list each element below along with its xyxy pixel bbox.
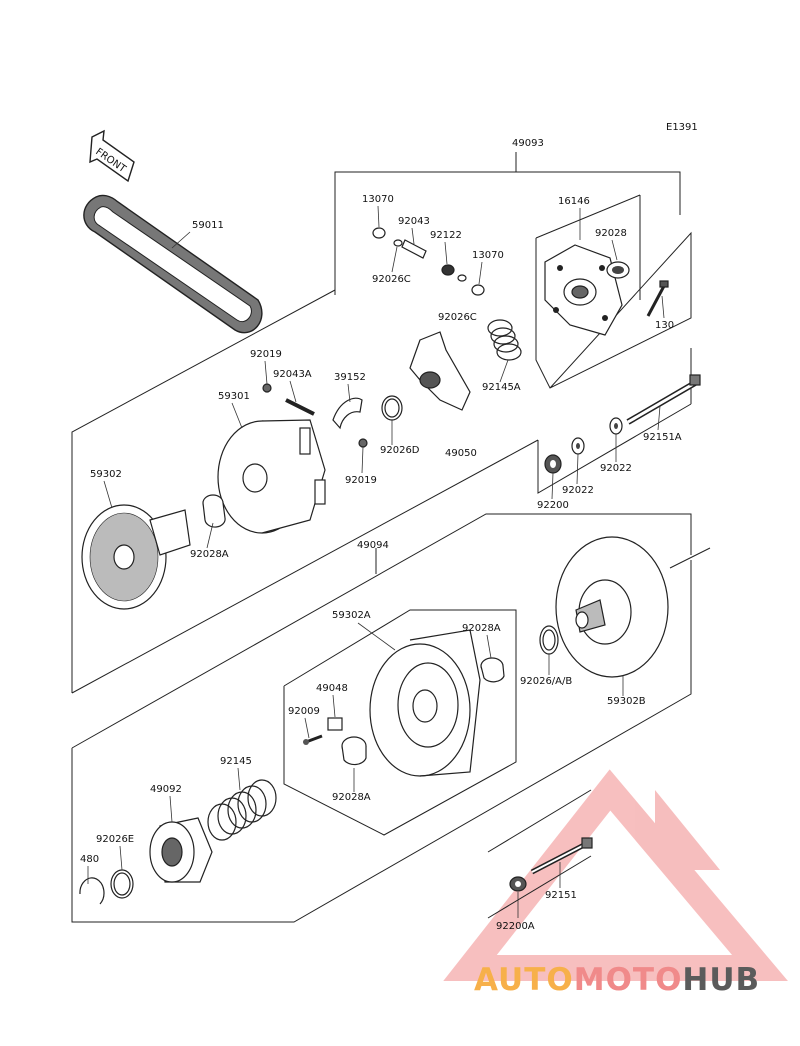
bushing-92028a-1 bbox=[202, 494, 226, 528]
label-16146: 16146 bbox=[558, 196, 590, 207]
washer-92200 bbox=[544, 454, 562, 474]
cam-49092 bbox=[149, 817, 213, 883]
roller-92122 bbox=[441, 264, 467, 282]
label-49092: 49092 bbox=[150, 784, 182, 795]
label-49048: 49048 bbox=[316, 683, 348, 694]
label-92028a-2: 92028A bbox=[462, 623, 501, 634]
label-92022-b: 92022 bbox=[562, 485, 594, 496]
fixed-sheave-59302 bbox=[81, 504, 191, 610]
spring-92145a bbox=[487, 319, 522, 361]
label-92043: 92043 bbox=[398, 216, 430, 227]
label-130: 130 bbox=[655, 320, 674, 331]
belt-59011 bbox=[83, 194, 263, 334]
sheave-59302b bbox=[555, 536, 669, 678]
label-59011: 59011 bbox=[192, 220, 224, 231]
pin-92043 bbox=[401, 239, 427, 259]
label-92026ab: 92026/A/B bbox=[520, 676, 572, 687]
label-92200a: 92200A bbox=[496, 921, 535, 932]
sheave-59302a-frame bbox=[283, 609, 517, 836]
label-92028a-3: 92028A bbox=[332, 792, 371, 803]
diagram-code: E1391 bbox=[666, 122, 698, 133]
label-59302: 59302 bbox=[90, 469, 122, 480]
label-92145a: 92145A bbox=[482, 382, 521, 393]
nut-92019-a bbox=[262, 383, 272, 393]
label-92145: 92145 bbox=[220, 756, 252, 767]
label-480: 480 bbox=[80, 854, 99, 865]
label-59302a: 59302A bbox=[332, 610, 371, 621]
label-92200: 92200 bbox=[537, 500, 569, 511]
washer-92022-a bbox=[609, 417, 623, 435]
washer-92026ab bbox=[539, 625, 559, 655]
driven-assy-frame bbox=[71, 513, 711, 923]
watermark-part-1: AUTO bbox=[474, 962, 574, 998]
shoe-49048 bbox=[327, 717, 343, 731]
label-92043a: 92043A bbox=[273, 369, 312, 380]
bushing-92028 bbox=[606, 261, 630, 279]
label-49093: 49093 bbox=[512, 138, 544, 149]
label-92122: 92122 bbox=[430, 230, 462, 241]
washer-92022-b bbox=[571, 437, 585, 455]
bolt-92151a bbox=[626, 374, 701, 425]
washer-92026d bbox=[381, 395, 403, 421]
pin-92043a bbox=[285, 398, 315, 416]
weight-39152 bbox=[332, 397, 363, 430]
label-92028: 92028 bbox=[595, 228, 627, 239]
washer-92026e bbox=[110, 869, 134, 899]
label-49094: 49094 bbox=[357, 540, 389, 551]
bushing-92028a-3 bbox=[341, 736, 367, 766]
bolt-130 bbox=[646, 280, 669, 317]
screw-92009 bbox=[303, 734, 323, 745]
washer-92026c-small bbox=[393, 239, 403, 247]
sheave-59302a bbox=[369, 629, 481, 777]
movable-sheave-59301 bbox=[217, 419, 326, 534]
label-13070-a: 13070 bbox=[362, 194, 394, 205]
bushing-13070-a bbox=[372, 227, 386, 239]
ring-480 bbox=[79, 877, 105, 905]
watermark-part-2: MOTO bbox=[573, 962, 683, 998]
label-92009: 92009 bbox=[288, 706, 320, 717]
watermark-logo bbox=[443, 769, 788, 981]
label-13070-b: 13070 bbox=[472, 250, 504, 261]
spring-92145 bbox=[207, 779, 277, 841]
label-92026c-2: 92026C bbox=[438, 312, 477, 323]
watermark-part-3: HUB bbox=[682, 962, 761, 998]
label-39152: 39152 bbox=[334, 372, 366, 383]
label-92022-a: 92022 bbox=[600, 463, 632, 474]
label-92151a: 92151A bbox=[643, 432, 682, 443]
cover-frame bbox=[535, 194, 692, 389]
label-92151: 92151 bbox=[545, 890, 577, 901]
label-59302b: 59302B bbox=[607, 696, 646, 707]
front-arrow-icon bbox=[89, 129, 135, 183]
bushing-13070-b bbox=[471, 284, 485, 296]
cover-16146 bbox=[544, 244, 623, 336]
label-92019-b: 92019 bbox=[345, 475, 377, 486]
label-92026c-1: 92026C bbox=[372, 274, 411, 285]
bushing-92028a-2 bbox=[480, 657, 505, 683]
label-92028a-1: 92028A bbox=[190, 549, 229, 560]
nut-92019-b bbox=[358, 438, 368, 448]
watermark-text: AUTOMOTOHUB bbox=[474, 962, 760, 998]
bolt-92151-lower bbox=[487, 789, 593, 919]
label-49050: 49050 bbox=[445, 448, 477, 459]
label-59301: 59301 bbox=[218, 391, 250, 402]
spider-49050 bbox=[409, 331, 471, 411]
washer-92200a bbox=[509, 876, 527, 892]
label-92019-a: 92019 bbox=[250, 349, 282, 360]
label-92026e: 92026E bbox=[96, 834, 134, 845]
label-92026d: 92026D bbox=[380, 445, 420, 456]
